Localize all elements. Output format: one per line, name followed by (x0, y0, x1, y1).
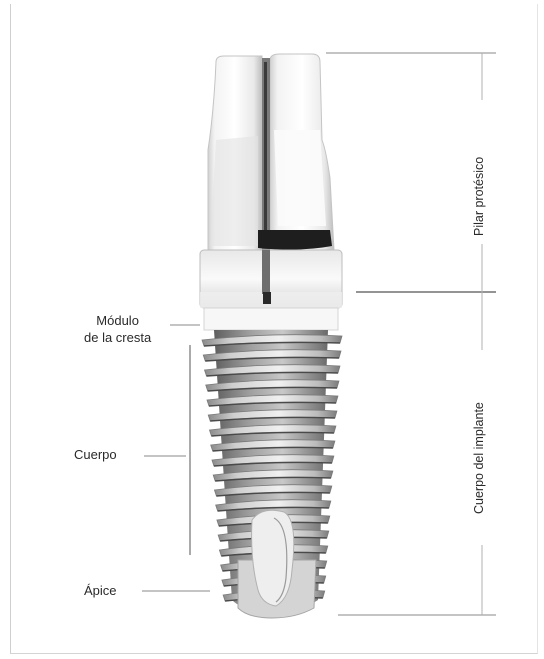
label-modulo-line2: de la cresta (84, 329, 151, 346)
label-cuerpo: Cuerpo (74, 447, 117, 462)
label-modulo-de-la-cresta: Módulo de la cresta (84, 312, 151, 346)
abutment (208, 54, 334, 250)
label-apice: Ápice (84, 583, 117, 598)
label-cuerpo-del-implante: Cuerpo del implante (472, 402, 486, 514)
abutment-collar (200, 250, 342, 308)
abutment-notch (258, 230, 332, 250)
label-pilar-protesico: Pilar protésico (472, 157, 486, 236)
crest-module (204, 308, 338, 330)
label-modulo-line1: Módulo (84, 312, 151, 329)
